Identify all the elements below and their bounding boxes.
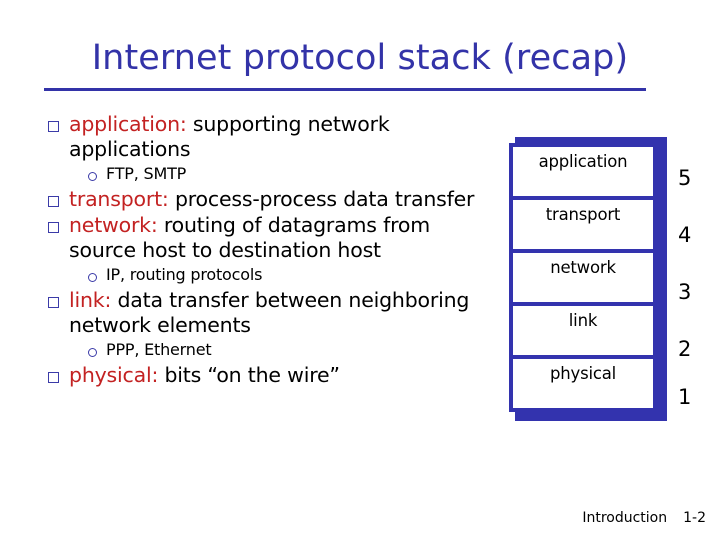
bullet-description: data transfer between neighboring networ… [69, 288, 470, 337]
bullet-description: bits “on the wire” [158, 363, 340, 387]
bullet-description: PPP, Ethernet [106, 340, 212, 359]
stack-layer-label: network [550, 258, 616, 277]
title-underline [44, 88, 646, 91]
stack-layer-number: 4 [678, 223, 692, 247]
stack-layer-physical: physical [509, 355, 657, 412]
bullet-item: application: supporting network applicat… [48, 112, 498, 162]
bullet-keyword: application: [69, 112, 187, 136]
stack-layer-number: 1 [678, 385, 692, 409]
bullet-item: physical: bits “on the wire” [48, 363, 498, 388]
footer-page-number: 1-2 [683, 510, 706, 526]
bullet-item: IP, routing protocols [48, 265, 498, 284]
bullet-text: PPP, Ethernet [106, 340, 212, 359]
stack-layer-number: 3 [678, 280, 692, 304]
square-bullet-icon [48, 222, 59, 233]
stack-layer-application: application [509, 143, 657, 200]
bullet-item: network: routing of datagrams from sourc… [48, 213, 498, 263]
square-bullet-icon [48, 372, 59, 383]
bullet-keyword: transport: [69, 187, 169, 211]
bullet-text: transport: process-process data transfer [69, 187, 474, 212]
stack-layer-label: link [568, 311, 598, 330]
bullet-item: FTP, SMTP [48, 164, 498, 183]
stack-layer-link: link [509, 302, 657, 359]
bullet-text: application: supporting network applicat… [69, 112, 498, 162]
bullet-description: FTP, SMTP [106, 164, 187, 183]
stack-layer-network: network [509, 249, 657, 306]
square-bullet-icon [48, 121, 59, 132]
bullet-text: FTP, SMTP [106, 164, 186, 183]
bullet-keyword: link: [69, 288, 112, 312]
protocol-stack-diagram: application transport network link physical [509, 137, 667, 427]
stack-layer-label: application [538, 152, 628, 171]
circle-bullet-icon [88, 273, 97, 282]
bullet-description: routing of datagrams from source host to… [69, 213, 430, 262]
stack-layer-label: transport [545, 205, 621, 224]
footer-chapter: Introduction [582, 510, 668, 526]
bullet-text: physical: bits “on the wire” [69, 363, 340, 388]
bullet-description: process-process data transfer [168, 187, 475, 211]
layer-number-column: 5 4 3 2 1 [678, 137, 708, 427]
stack-layer-number: 2 [678, 337, 692, 361]
slide-footer: Introduction 1-2 [582, 510, 706, 526]
bullet-item: transport: process-process data transfer [48, 187, 498, 212]
bullet-item: PPP, Ethernet [48, 340, 498, 359]
bullet-item: link: data transfer between neighboring … [48, 288, 498, 338]
stack-layer-number: 5 [678, 166, 692, 190]
stack-layer-label: physical [549, 364, 617, 383]
bullet-text: network: routing of datagrams from sourc… [69, 213, 498, 263]
bullet-list: application: supporting network applicat… [48, 112, 498, 389]
page-title: Internet protocol stack (recap) [91, 38, 629, 78]
stack-layer-boxes: application transport network link physical [509, 143, 657, 427]
bullet-keyword: network: [69, 213, 158, 237]
circle-bullet-icon [88, 172, 97, 181]
bullet-text: IP, routing protocols [106, 265, 262, 284]
circle-bullet-icon [88, 348, 97, 357]
square-bullet-icon [48, 196, 59, 207]
bullet-text: link: data transfer between neighboring … [69, 288, 498, 338]
bullet-description: supporting network applications [69, 112, 390, 161]
stack-layer-transport: transport [509, 196, 657, 253]
bullet-description: IP, routing protocols [106, 265, 263, 284]
bullet-keyword: physical: [69, 363, 159, 387]
square-bullet-icon [48, 297, 59, 308]
